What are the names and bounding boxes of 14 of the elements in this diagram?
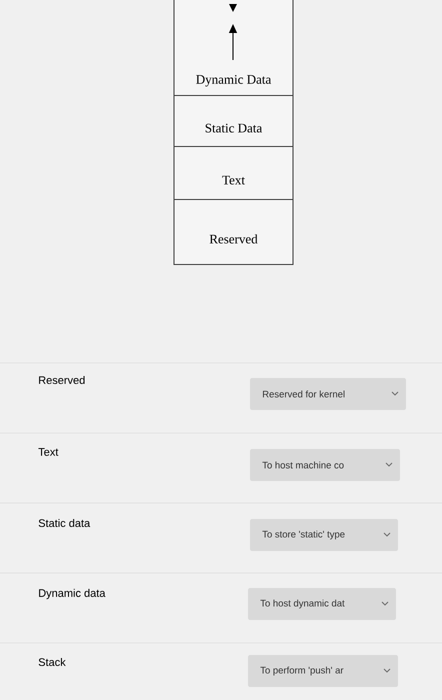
row-label: Static data xyxy=(38,518,90,528)
memory-segment: Text xyxy=(174,146,294,200)
row-label: Reserved xyxy=(39,376,85,384)
dropdown-field: To perform 'push' ar xyxy=(248,655,398,687)
dropdown-field: To host dynamic dat xyxy=(248,588,396,620)
row-label: Text xyxy=(38,448,58,456)
dropdown-field: Reserved for kernel xyxy=(250,378,406,410)
row-label: Stack xyxy=(38,658,66,666)
row-label: Dynamic data xyxy=(39,588,106,600)
dropdown-field: To host machine co xyxy=(250,449,400,481)
memory-segment: Static Data xyxy=(174,95,294,147)
memory-segment: Dynamic Data xyxy=(174,0,294,96)
dropdown-field: To store 'static' type xyxy=(250,519,398,551)
memory-segment: Reserved xyxy=(174,199,294,265)
